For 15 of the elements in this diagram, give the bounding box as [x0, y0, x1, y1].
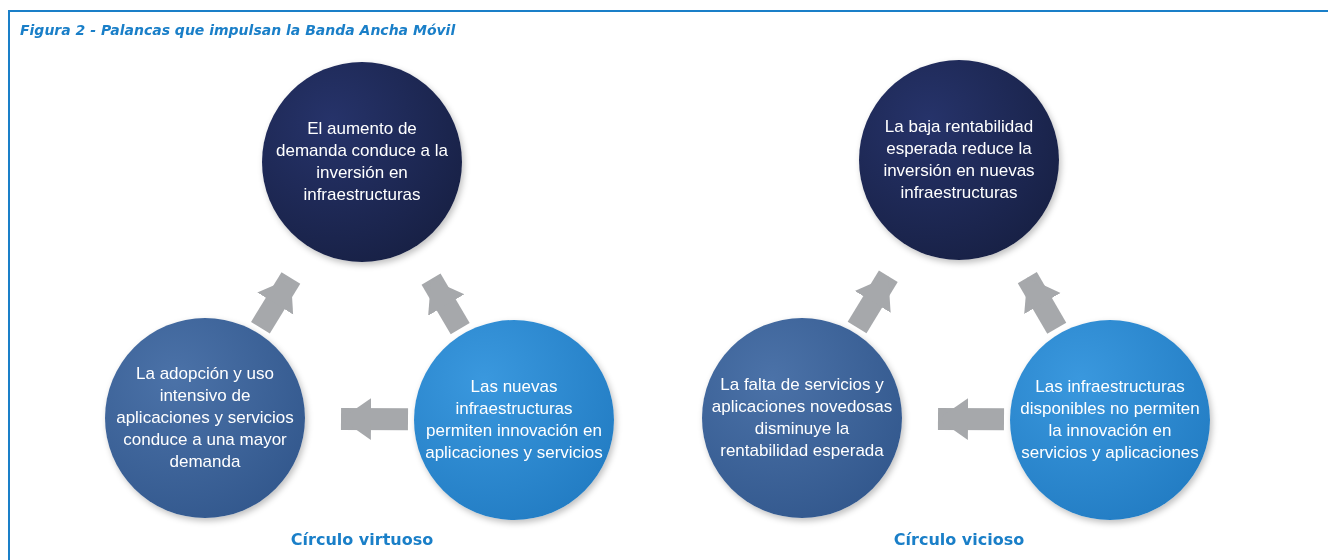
block-arrow — [421, 273, 470, 335]
node-text: Las infraestructuras disponibles no permiten la innovación en servicios y aplicaciones — [1019, 375, 1201, 465]
block-arrow — [251, 272, 301, 334]
node-text: El aumento de demanda conduce a la inversión en infraestructuras — [275, 117, 449, 207]
block-arrow — [340, 398, 409, 441]
cycle-caption: Círculo vicioso — [893, 530, 1025, 549]
node-text: La adopción y uso intensivo de aplicaciones y servicios conduce a una mayor demanda — [115, 362, 295, 474]
cycle-caption: Círculo virtuoso — [290, 530, 434, 549]
block-arrow — [1017, 272, 1067, 334]
node-text: Las nuevas infraestructuras permiten innovación en aplicaciones y servicios — [424, 375, 604, 465]
node-text: La baja rentabilidad esperada reduce la inversión en nuevas infraestructuras — [882, 115, 1036, 205]
figure-title: Figura 2 - Palancas que impulsan la Banda Ancha Móvil — [20, 22, 456, 38]
block-arrow — [847, 270, 898, 334]
block-arrow — [937, 398, 1005, 441]
node-text: La falta de servicios y aplicaciones novedosas disminuye la rentabilidad esperada — [710, 373, 894, 463]
